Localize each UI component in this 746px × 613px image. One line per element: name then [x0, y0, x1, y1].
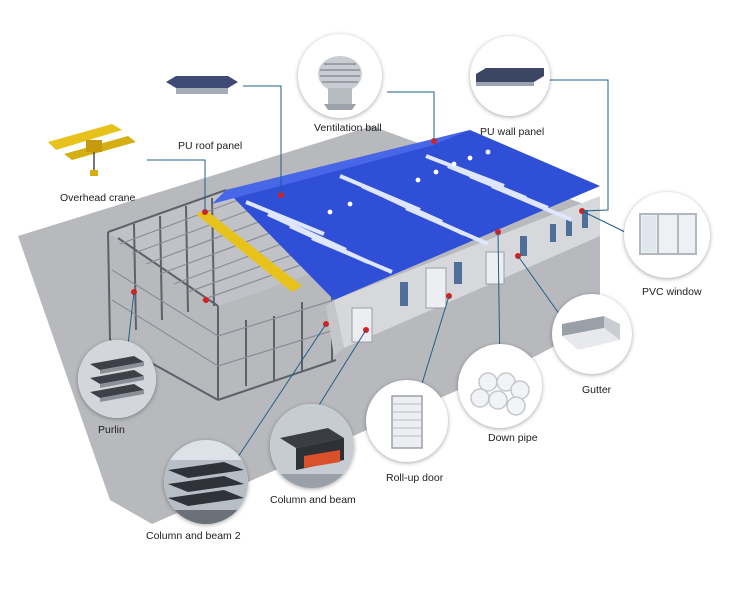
roll-up-door-icon	[366, 380, 448, 462]
ventilation-ball-icon	[298, 34, 382, 118]
ventilation-ball-label: Ventilation ball	[314, 122, 382, 134]
crane-beam	[196, 210, 302, 292]
roll-up-door-label: Roll-up door	[386, 472, 444, 484]
down-pipe-label: Down pipe	[488, 432, 538, 444]
column-and-beam-label: Column and beam	[270, 494, 356, 506]
pvc-window-icon	[624, 192, 710, 278]
pu-roof-panel-icon	[162, 62, 242, 110]
purlin-label: Purlin	[98, 424, 125, 436]
front-wall	[334, 196, 600, 348]
pu-roof-panel-label: PU roof panel	[178, 140, 243, 152]
column-and-beam-2-icon	[164, 440, 248, 524]
overhead-crane-icon	[42, 100, 146, 204]
purlin-icon	[78, 340, 156, 418]
column-and-beam-2-label: Column and beam 2	[146, 530, 241, 542]
gutter-icon	[552, 294, 632, 374]
column-and-beam-icon	[270, 404, 354, 488]
pu-wall-panel-icon	[470, 36, 550, 116]
pvc-window-label: PVC window	[642, 286, 702, 298]
gutter-label: Gutter	[582, 384, 612, 396]
down-pipe-icon	[458, 344, 542, 428]
pu-wall-panel-label: PU wall panel	[480, 126, 545, 138]
overhead-crane-label: Overhead crane	[60, 192, 136, 204]
